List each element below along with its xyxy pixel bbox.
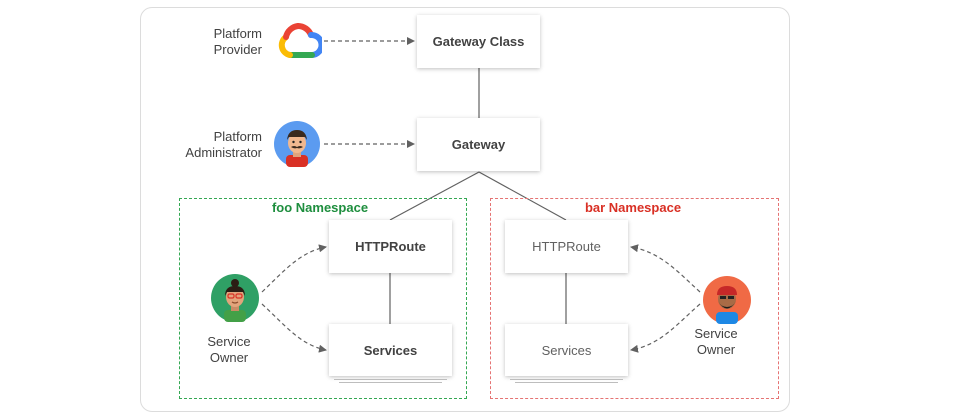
bar-owner-to-services-arrow xyxy=(630,303,701,353)
bar-namespace-boundary xyxy=(490,198,779,399)
man-mustache-avatar-icon xyxy=(274,121,320,167)
foo-services-box[interactable]: Services xyxy=(329,324,452,376)
platform-administrator-label: Platform Administrator xyxy=(185,129,262,160)
bar-services-box[interactable]: Services xyxy=(505,324,628,376)
service-owner-bar-label: Service Owner xyxy=(694,326,738,357)
woman-glasses-avatar-icon xyxy=(211,274,259,322)
platform-provider-label: Platform Provider xyxy=(213,26,262,57)
bar-services-stack-line xyxy=(510,379,623,380)
service-owner-foo-label: Service Owner xyxy=(207,334,251,365)
gateway-to-bar-line xyxy=(478,171,567,221)
bar-httproute-box[interactable]: HTTPRoute xyxy=(505,220,628,273)
foo-httproute-box[interactable]: HTTPRoute xyxy=(329,220,452,273)
foo-namespace-boundary xyxy=(179,198,467,399)
gateway-class-box[interactable]: Gateway Class xyxy=(417,15,540,68)
foo-owner-to-services-arrow xyxy=(261,303,327,353)
foo-namespace-title: foo Namespace xyxy=(250,200,390,215)
google-cloud-logo-icon xyxy=(278,23,322,58)
bar-namespace-title: bar Namespace xyxy=(563,200,703,215)
foo-services-stack-line xyxy=(339,382,442,383)
bar-owner-to-route-arrow xyxy=(630,244,701,293)
foo-services-stack-line xyxy=(334,379,447,380)
bar-services-stack-line xyxy=(515,382,618,383)
gateway-to-foo-line xyxy=(389,171,480,221)
foo-owner-to-route-arrow xyxy=(261,244,327,293)
man-beard-avatar-icon xyxy=(703,276,751,324)
gateway-box[interactable]: Gateway xyxy=(417,118,540,171)
